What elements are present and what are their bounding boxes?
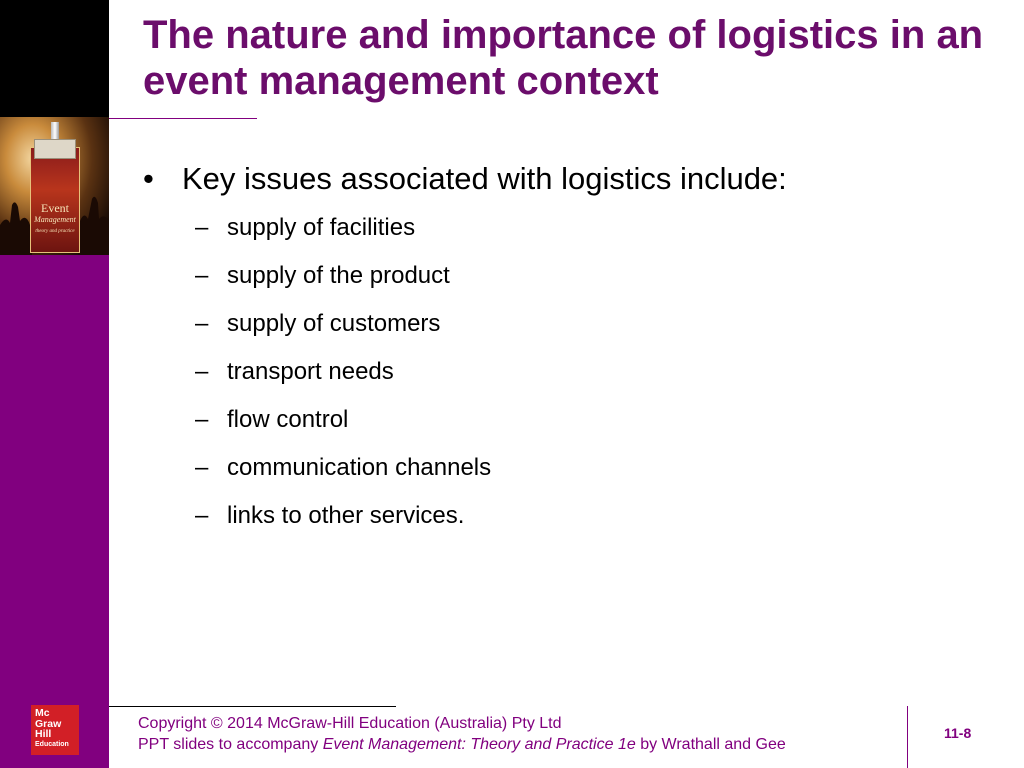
sub-bullet-item: –flow control bbox=[143, 396, 1003, 444]
mcgraw-hill-logo: Mc Graw Hill Education bbox=[31, 705, 79, 755]
logo-line-2: Graw bbox=[35, 717, 62, 730]
logo-education: Education bbox=[35, 740, 69, 748]
attribution-book-title: Event Management: Theory and Practice 1e bbox=[322, 736, 636, 753]
dash-marker: – bbox=[195, 502, 209, 529]
book-cover-title-text: Event bbox=[41, 201, 69, 215]
sub-bullet-text: supply of customers bbox=[227, 310, 441, 337]
footer-copyright: Copyright © 2014 McGraw-Hill Education (… bbox=[138, 713, 786, 755]
book-cover-image: Event Management theory and practice bbox=[0, 117, 109, 255]
main-bullet-text: Key issues associated with logistics inc… bbox=[182, 161, 787, 196]
left-purple-bar bbox=[0, 255, 109, 768]
left-top-black-panel bbox=[0, 0, 109, 117]
bullet-dot: • bbox=[143, 161, 154, 196]
sub-bullet-list: –supply of facilities –supply of the pro… bbox=[143, 204, 1003, 540]
footer-rule bbox=[109, 706, 396, 707]
sub-bullet-item: –links to other services. bbox=[143, 492, 1003, 540]
dash-marker: – bbox=[195, 358, 209, 385]
logo-line-3: Hill bbox=[35, 728, 52, 740]
sub-bullet-item: –transport needs bbox=[143, 348, 1003, 396]
attribution-suffix: by Wrathall and Gee bbox=[635, 736, 786, 753]
footer-divider bbox=[907, 706, 908, 768]
sub-bullet-text: supply of facilities bbox=[227, 214, 416, 241]
book-cover-title: Event Management theory and practice bbox=[32, 201, 78, 237]
sub-bullet-text: flow control bbox=[227, 406, 349, 433]
attribution-prefix: PPT slides to accompany bbox=[138, 736, 323, 753]
dash-marker: – bbox=[195, 406, 209, 433]
dash-marker: – bbox=[195, 214, 209, 241]
dash-marker: – bbox=[195, 310, 209, 337]
main-bullet: • Key issues associated with logistics i… bbox=[143, 158, 1003, 200]
lanyard-clip bbox=[51, 122, 59, 142]
sub-bullet-text: transport needs bbox=[227, 358, 394, 385]
sub-bullet-text: communication channels bbox=[227, 454, 492, 481]
event-badge bbox=[30, 147, 80, 253]
book-cover-subtitle: Management bbox=[34, 215, 76, 224]
sub-bullet-item: –communication channels bbox=[143, 444, 1003, 492]
sub-bullet-text: links to other services. bbox=[227, 502, 465, 529]
slide-title: The nature and importance of logistics i… bbox=[143, 13, 984, 103]
crowd-silhouette bbox=[0, 196, 109, 255]
sub-bullet-item: –supply of facilities bbox=[143, 204, 1003, 252]
attribution-line: PPT slides to accompany Event Management… bbox=[138, 734, 786, 755]
book-cover-tagline: theory and practice bbox=[35, 229, 75, 234]
copyright-line: Copyright © 2014 McGraw-Hill Education (… bbox=[138, 715, 562, 732]
dash-marker: – bbox=[195, 454, 209, 481]
slide-content: • Key issues associated with logistics i… bbox=[143, 158, 1003, 540]
badge-header bbox=[34, 139, 76, 159]
title-underline bbox=[109, 118, 257, 119]
dash-marker: – bbox=[195, 262, 209, 289]
sub-bullet-text: supply of the product bbox=[227, 262, 450, 289]
sub-bullet-item: –supply of the product bbox=[143, 252, 1003, 300]
sub-bullet-item: –supply of customers bbox=[143, 300, 1003, 348]
logo-line-1: Mc bbox=[35, 707, 50, 719]
slide-number: 11-8 bbox=[944, 725, 972, 741]
